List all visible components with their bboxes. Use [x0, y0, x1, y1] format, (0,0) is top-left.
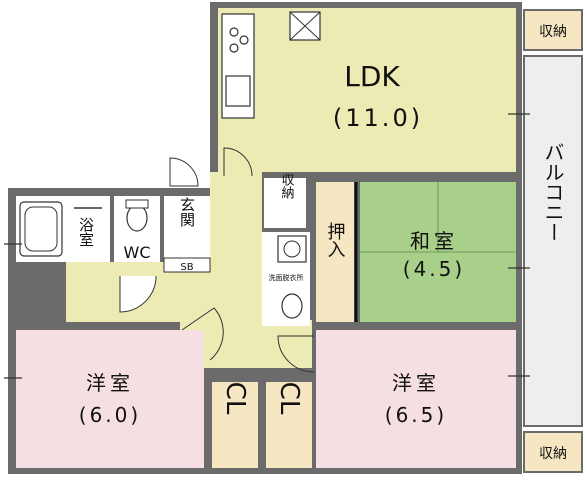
shuno-bottom-right-label: 収納: [539, 446, 567, 462]
door-swing-yoshitsu-right: [277, 335, 315, 373]
sb-label: SB: [180, 262, 193, 273]
washing-machine-icon: [277, 235, 307, 263]
yoshitsu-left-size: (6.0): [79, 403, 141, 427]
yoshitsu-right-room: [316, 330, 516, 468]
kitchen-counter: [221, 13, 255, 119]
shuno-center-room: [264, 178, 306, 228]
yoshitsu-left-label: 洋室: [86, 371, 134, 395]
oshiire-room: [316, 182, 354, 322]
sb-box: [163, 257, 211, 273]
bathtub-inner: [24, 206, 58, 252]
senmen-label: 洗面脱衣所: [269, 273, 304, 282]
balcony-label: バルコニー: [541, 142, 565, 242]
ldk-size: (11.0): [333, 104, 423, 132]
yoshitsu-right-label: 洋室: [392, 371, 440, 395]
shuno-top-right-room: [523, 9, 583, 51]
shuno-center-label: 収納: [279, 173, 295, 200]
yoshitsu-left-room: [16, 330, 204, 468]
stove-icon: [239, 35, 249, 45]
cl-left-room: [212, 382, 258, 468]
cl-right-room: [266, 382, 312, 468]
washitsu-label: 和室: [410, 229, 458, 253]
yoshitsu-right-size: (6.5): [385, 403, 447, 427]
balcony-area: [523, 55, 583, 427]
sink-icon: [281, 293, 303, 319]
door-swing-genkan: [169, 157, 199, 187]
bathtub-icon: [19, 201, 63, 257]
cl-right-label: CL: [274, 382, 304, 415]
door-swing-wc: [119, 275, 157, 313]
kitchen-sink-icon: [225, 75, 251, 107]
door-swing-ldk: [223, 147, 253, 177]
range-hood-cross: [289, 11, 321, 41]
wc-label: WC: [124, 243, 151, 262]
genkan-label: 玄関: [178, 197, 196, 228]
toilet-tank-icon: [125, 199, 149, 209]
door-swing-yoshitsu-left: [181, 307, 224, 361]
ldk-room: [218, 8, 516, 172]
stove-icon: [229, 43, 239, 53]
cl-left-label: CL: [220, 382, 250, 415]
stove-icon: [229, 27, 239, 37]
bath-label: 浴室: [77, 217, 95, 247]
shuno-bottom-right-room: [523, 431, 583, 473]
toilet-icon: [126, 204, 148, 232]
oshiire-label: 押入: [325, 222, 346, 258]
shuno-top-right-label: 収納: [539, 24, 567, 40]
washing-machine-drum: [283, 240, 301, 258]
genkan-room: [164, 196, 210, 258]
washitsu-size: (4.5): [403, 257, 465, 281]
ldk-label: LDK: [344, 60, 400, 93]
